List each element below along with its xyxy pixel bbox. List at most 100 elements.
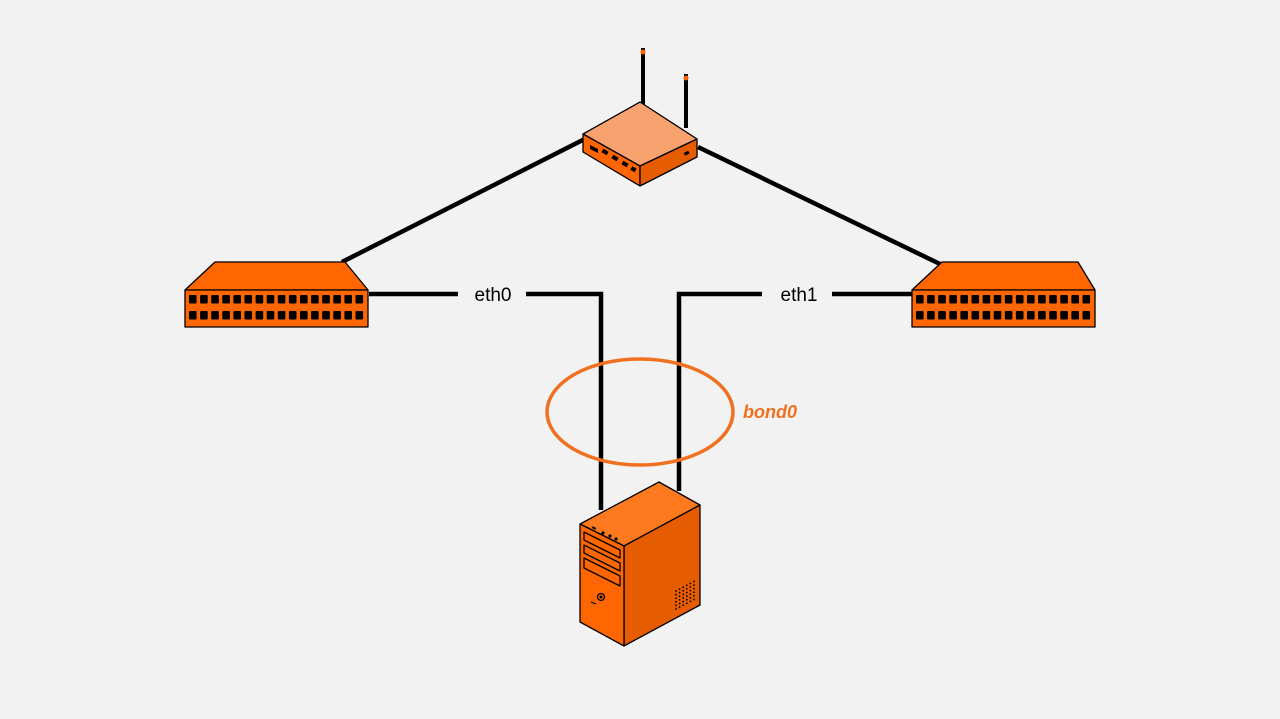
switch-port — [255, 295, 264, 304]
eth0-label: eth0 — [475, 285, 512, 306]
vent-hole — [675, 590, 677, 592]
switch-port — [288, 311, 297, 320]
switch-port — [200, 295, 208, 304]
vent-hole — [682, 586, 685, 589]
switch-port — [927, 295, 935, 304]
switch-port — [993, 311, 1002, 320]
switch-port — [1038, 311, 1046, 320]
switch-port — [1015, 295, 1024, 304]
bond-ellipse — [545, 357, 735, 467]
right-switch-icon — [911, 261, 1096, 328]
switch-port — [222, 295, 230, 304]
left-switch-ports — [189, 295, 364, 320]
switch-port — [211, 295, 219, 304]
vent-hole — [678, 591, 681, 594]
switch-port — [344, 311, 352, 320]
switch-port — [1060, 295, 1068, 304]
switch-port — [255, 311, 264, 320]
server-vents — [675, 580, 695, 610]
switch-port — [949, 311, 957, 320]
vent-hole — [693, 587, 695, 590]
vent-hole — [685, 591, 688, 594]
vent-hole — [693, 584, 695, 586]
vent-hole — [689, 596, 692, 599]
switch-port — [244, 311, 253, 320]
switch-port — [1071, 295, 1079, 304]
switch-port — [288, 295, 297, 304]
vent-hole — [682, 593, 685, 596]
switch-port — [300, 311, 308, 320]
switch-port — [211, 311, 219, 320]
vent-hole — [689, 593, 692, 596]
vent-hole — [693, 595, 695, 597]
vent-hole — [693, 591, 695, 594]
vent-hole — [678, 595, 681, 598]
switch-port — [322, 311, 330, 320]
switch-port — [277, 295, 286, 304]
vent-hole — [675, 597, 677, 600]
cable-eth0-server-segment — [526, 291, 604, 510]
switch-port — [938, 311, 946, 320]
bond-label: bond0 — [743, 402, 797, 422]
switch-port — [971, 311, 980, 320]
switch-port — [982, 295, 991, 304]
vent-hole — [689, 586, 692, 588]
switch-port — [960, 311, 968, 320]
switch-port — [1060, 311, 1068, 320]
switch-port — [233, 295, 241, 304]
switch-port — [1004, 311, 1013, 320]
switch-port — [277, 311, 286, 320]
switch-port — [344, 295, 352, 304]
vent-hole — [693, 598, 695, 601]
right-switch-ports — [916, 295, 1091, 320]
switch-port — [233, 311, 241, 320]
switch-port — [1015, 311, 1024, 320]
vent-hole — [675, 593, 677, 596]
switch-port — [938, 295, 946, 304]
vent-hole — [682, 600, 685, 603]
vent-hole — [689, 600, 692, 603]
vent-hole — [682, 589, 685, 592]
vent-hole — [685, 595, 688, 597]
vent-hole — [678, 602, 681, 605]
switch-port — [1082, 295, 1091, 304]
switch-port — [1027, 311, 1035, 320]
cable-router-right-switch — [697, 144, 941, 267]
switch-port — [266, 311, 275, 320]
switch-port — [189, 295, 197, 304]
switch-port — [971, 295, 980, 304]
switch-port — [200, 311, 208, 320]
left-switch-icon — [184, 261, 369, 328]
eth1-label: eth1 — [781, 285, 818, 306]
switch-port — [300, 295, 308, 304]
vent-hole — [678, 606, 681, 608]
vent-hole — [685, 602, 688, 605]
switch-port — [355, 295, 364, 304]
switch-port — [1049, 311, 1057, 320]
vent-hole — [685, 584, 688, 587]
server-tower-icon — [579, 481, 701, 647]
switch-port — [1071, 311, 1079, 320]
switch-port — [1082, 311, 1091, 320]
cable-eth1-server-segment — [676, 291, 762, 491]
switch-port — [1004, 295, 1013, 304]
switch-port — [333, 311, 341, 320]
switch-port — [927, 311, 935, 320]
vent-hole — [693, 580, 695, 583]
cables — [340, 109, 941, 510]
switch-port — [189, 311, 197, 320]
vent-hole — [675, 604, 677, 607]
switch-port — [993, 295, 1002, 304]
vent-hole — [685, 598, 688, 601]
vent-hole — [689, 589, 692, 592]
switch-port — [311, 311, 319, 320]
switch-port — [333, 295, 341, 304]
switch-port — [355, 311, 364, 320]
switch-port — [916, 311, 924, 320]
vent-hole — [689, 582, 692, 585]
switch-port — [322, 295, 330, 304]
vent-hole — [682, 604, 685, 607]
switch-port — [222, 311, 230, 320]
